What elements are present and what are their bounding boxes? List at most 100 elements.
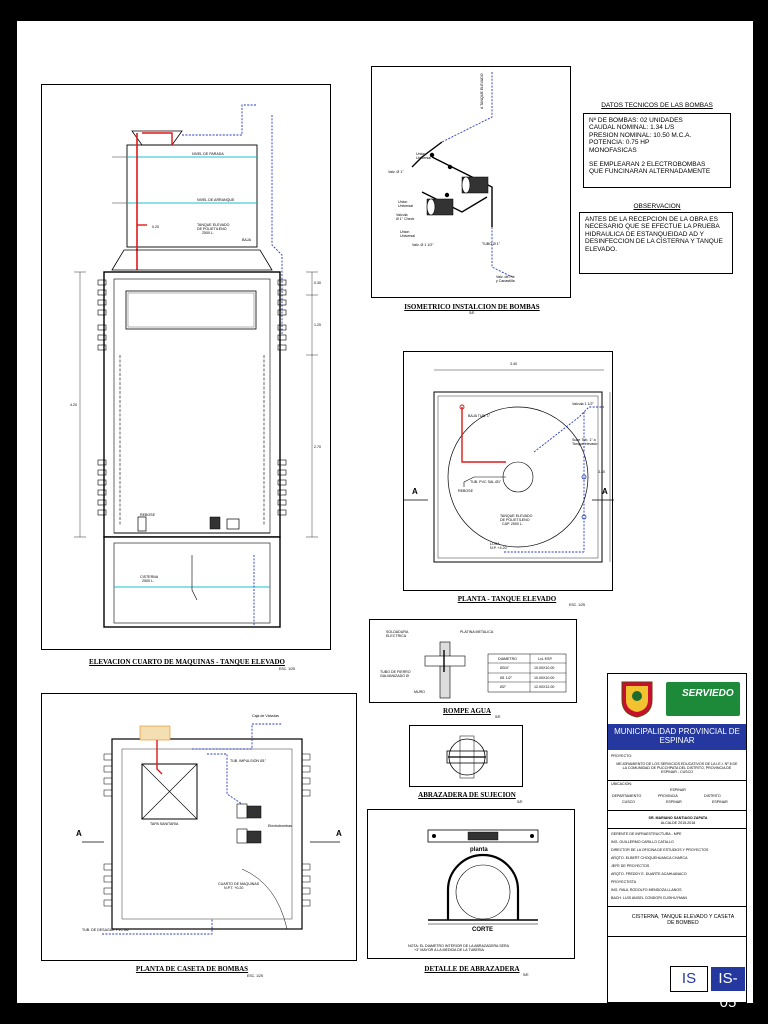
rompe-label-3: TUBO DE FIERRO — [380, 670, 411, 674]
discipline-code: IS — [670, 966, 708, 992]
elevation-scale: ESC. 1/25 — [279, 667, 295, 671]
caseta-electrobombas: Electrobombas — [268, 824, 292, 828]
caseta-impulsion: TUB. IMPULSION Ø1" — [230, 759, 267, 763]
elev-rebose: REBOSE — [140, 513, 155, 517]
planta-sube-tub: Sube Tub. 1" a — [572, 438, 596, 442]
rompe-label-1: ELECTRICA — [386, 634, 407, 638]
elev-tank-label: TANQUE ELEVADO — [197, 223, 230, 227]
caseta-cuarto-2: N.P.T. +0.20 — [224, 886, 244, 890]
planta-baja-tub: BAJA TUB. 1" — [468, 414, 491, 418]
rompe-label-4: GALVANIZADO Ø — [380, 674, 409, 678]
datos-line-3: POTENCIA: 0.75 HP — [589, 139, 650, 147]
sheet-number: IS-05 — [710, 966, 746, 1011]
isometric-title: ISOMETRICO INSTALCION DE BOMBAS — [404, 303, 540, 311]
pump-top — [461, 176, 489, 194]
alcalde-name: SR. MARIANO SANTIAGO ZAPATA — [648, 816, 708, 820]
alcalde-role: ALCALDE 2015-2018 — [660, 821, 696, 825]
detalle-corte-label: CORTE — [472, 927, 493, 933]
planta-tanque-scale: ESC. 1/25 — [569, 603, 585, 607]
datos-line-4: MONOFASICAS — [589, 146, 637, 154]
rompe-r0-c1: 10.00X10.00 — [534, 666, 555, 670]
staff-1: ING. GUILLERMO CARILLO CATALLO — [611, 840, 674, 844]
staff-8: BACH. LUIS ANGEL CONDORI CUSIHUYMAN — [611, 896, 687, 900]
iso-tanque-elevado: A TANQUE ELEVADO — [480, 73, 484, 109]
staff-7: ING. RAUL RODOLFO MENDOZA LLANOS — [611, 888, 682, 892]
elev-cisterna: CISTERNA — [140, 575, 159, 579]
iso-valv1: Valv. Ø 1" — [388, 170, 404, 174]
planta-rebose: REBOSE — [458, 489, 473, 493]
location-label: UBICACION: — [611, 782, 632, 786]
serviedo-logo-text: SERVIEDO — [682, 688, 734, 699]
iso-union1: Union — [416, 152, 426, 156]
planta-dim-top: 3.40 — [510, 362, 517, 366]
location-val-2: ESPINAR — [712, 800, 728, 804]
rompe-label-0: SOLDADURA — [386, 630, 409, 634]
pump-bottom — [426, 198, 454, 216]
detalle-nota-2: +3" MAYOR A LA MEDIDA DE LA TUBERIA — [414, 948, 484, 952]
abrazadera-sujecion-drawing — [446, 735, 488, 779]
tank-body — [126, 144, 258, 248]
caseta-cuarto: CUARTO DE MAQUINAS — [218, 882, 260, 886]
elev-cisterna-2: 2500 L. — [142, 579, 154, 583]
rompe-head-0: DIAMETRO — [498, 657, 517, 661]
window — [125, 290, 257, 330]
elev-tank-label-3: 2500 L. — [202, 231, 214, 235]
staff-6: PROYECTISTA — [611, 880, 637, 884]
caseta-bricks — [103, 753, 311, 907]
rompe-r1-c0: Ø1 1/2" — [500, 676, 513, 680]
elevation-title: ELEVACION CUARTO DE MAQUINAS - TANQUE EL… — [89, 658, 285, 666]
datos-line-0: Nº DE BOMBAS: 02 UNIDADES — [589, 117, 683, 124]
detalle-planta-label: planta — [470, 847, 488, 853]
elev-dim-420: 4.20 — [70, 403, 77, 407]
isometric-scale: S/E — [469, 311, 475, 315]
detalle-nota: NOTA: EL DIAMETRO INTERIOR DE LA ABRAZAD… — [408, 944, 510, 948]
caseta-frame: TAPA SANITARIA CUARTO DE MAQUINAS N.P.T.… — [41, 693, 357, 961]
iso-valv-112: Valv. Ø 1 1/2" — [412, 243, 434, 247]
datos-line-2: PRESION NOMINAL: 10.50 M.C.A. — [589, 131, 692, 139]
caseta-caja-valv: Caja de Válvulas — [252, 714, 279, 718]
detalle-abrazadera-title: DETALLE DE ABRAZADERA — [424, 965, 520, 973]
detalle-abrazadera-drawing — [427, 829, 539, 925]
iso-valv-check-2: Ø 1" Check — [396, 217, 415, 221]
planta-section-a-right: A — [602, 487, 608, 496]
rompe-label-2: PLATINA METALICA — [460, 630, 494, 634]
planta-tanque-2: DE POLIETILENO — [500, 518, 530, 522]
location-head-0: DEPARTAMENTO — [612, 794, 642, 798]
location-main: ESPINAR — [670, 788, 686, 792]
staff-2: DIRECTOR DE LA OFICINA DE ESTUDIOS Y PRO… — [611, 848, 709, 852]
datos-box: Nº DE BOMBAS: 02 UNIDADES CAUDAL NOMINAL… — [583, 113, 731, 188]
rompe-r0-c0: Ø3/4" — [500, 666, 510, 670]
iso-union2: Union — [398, 200, 408, 204]
rompe-agua-frame: SOLDADURA ELECTRICA PLATINA METALICA TUB… — [369, 619, 577, 703]
staff-3: ARQTO. ELBERT CHOQUEHUANCA CHARCA — [611, 856, 688, 860]
observacion-title: OBSERVACION — [633, 203, 681, 210]
rompe-r1-c1: 10.00X10.00 — [534, 676, 555, 680]
abrazadera-sujecion-scale: S/E — [517, 800, 523, 804]
iso-valv-check: Valvula — [396, 213, 408, 217]
caseta-section-a-left: A — [76, 829, 82, 838]
elev-dim-270: 2.70 — [314, 445, 321, 449]
caseta-drawing — [82, 723, 340, 935]
elev-nivel-parada: NIVEL DE PARADA — [192, 152, 224, 156]
planta-tanque-title: PLANTA - TANQUE ELEVADO — [457, 595, 557, 603]
elev-tank-label-2: DE POLIETILENO — [197, 227, 227, 231]
caseta-title: PLANTA DE CASETA DE BOMBAS — [135, 965, 249, 973]
location-val-1: ESPINAR — [666, 800, 682, 804]
municipal-seal — [621, 681, 653, 718]
planta-tub-pvc: TUB. PVC SAL Ø1" — [470, 480, 502, 484]
municipality-band: MUNICIPALIDAD PROVINCIAL DE ESPINAR — [608, 724, 746, 750]
planta-section-a-left: A — [412, 487, 418, 496]
brick-edges — [97, 279, 287, 516]
staff-4: JEFE DE PROYECTOS — [611, 864, 650, 868]
blue-supply-pipe — [182, 104, 257, 136]
datos-line-7: QUE FUNCINARAN ALTERNADAMENTE — [589, 168, 711, 176]
abrazadera-sujecion-frame — [409, 725, 523, 787]
datos-line-5 — [589, 154, 725, 161]
datos-line-6: SE EMPLEARAN 2 ELECTROBOMBAS — [589, 161, 706, 169]
tapa-sanitaria — [141, 763, 198, 820]
elevation-drawing — [74, 104, 318, 628]
sheet-title: CISTERNA, TANQUE ELEVADO Y CASETA DE BOM… — [631, 914, 735, 926]
datos-title: DATOS TECNICOS DE LAS BOMBAS — [601, 102, 713, 109]
rompe-r2-c1: 12.00X12.00 — [534, 685, 555, 689]
rompe-agua-drawing — [424, 641, 567, 699]
